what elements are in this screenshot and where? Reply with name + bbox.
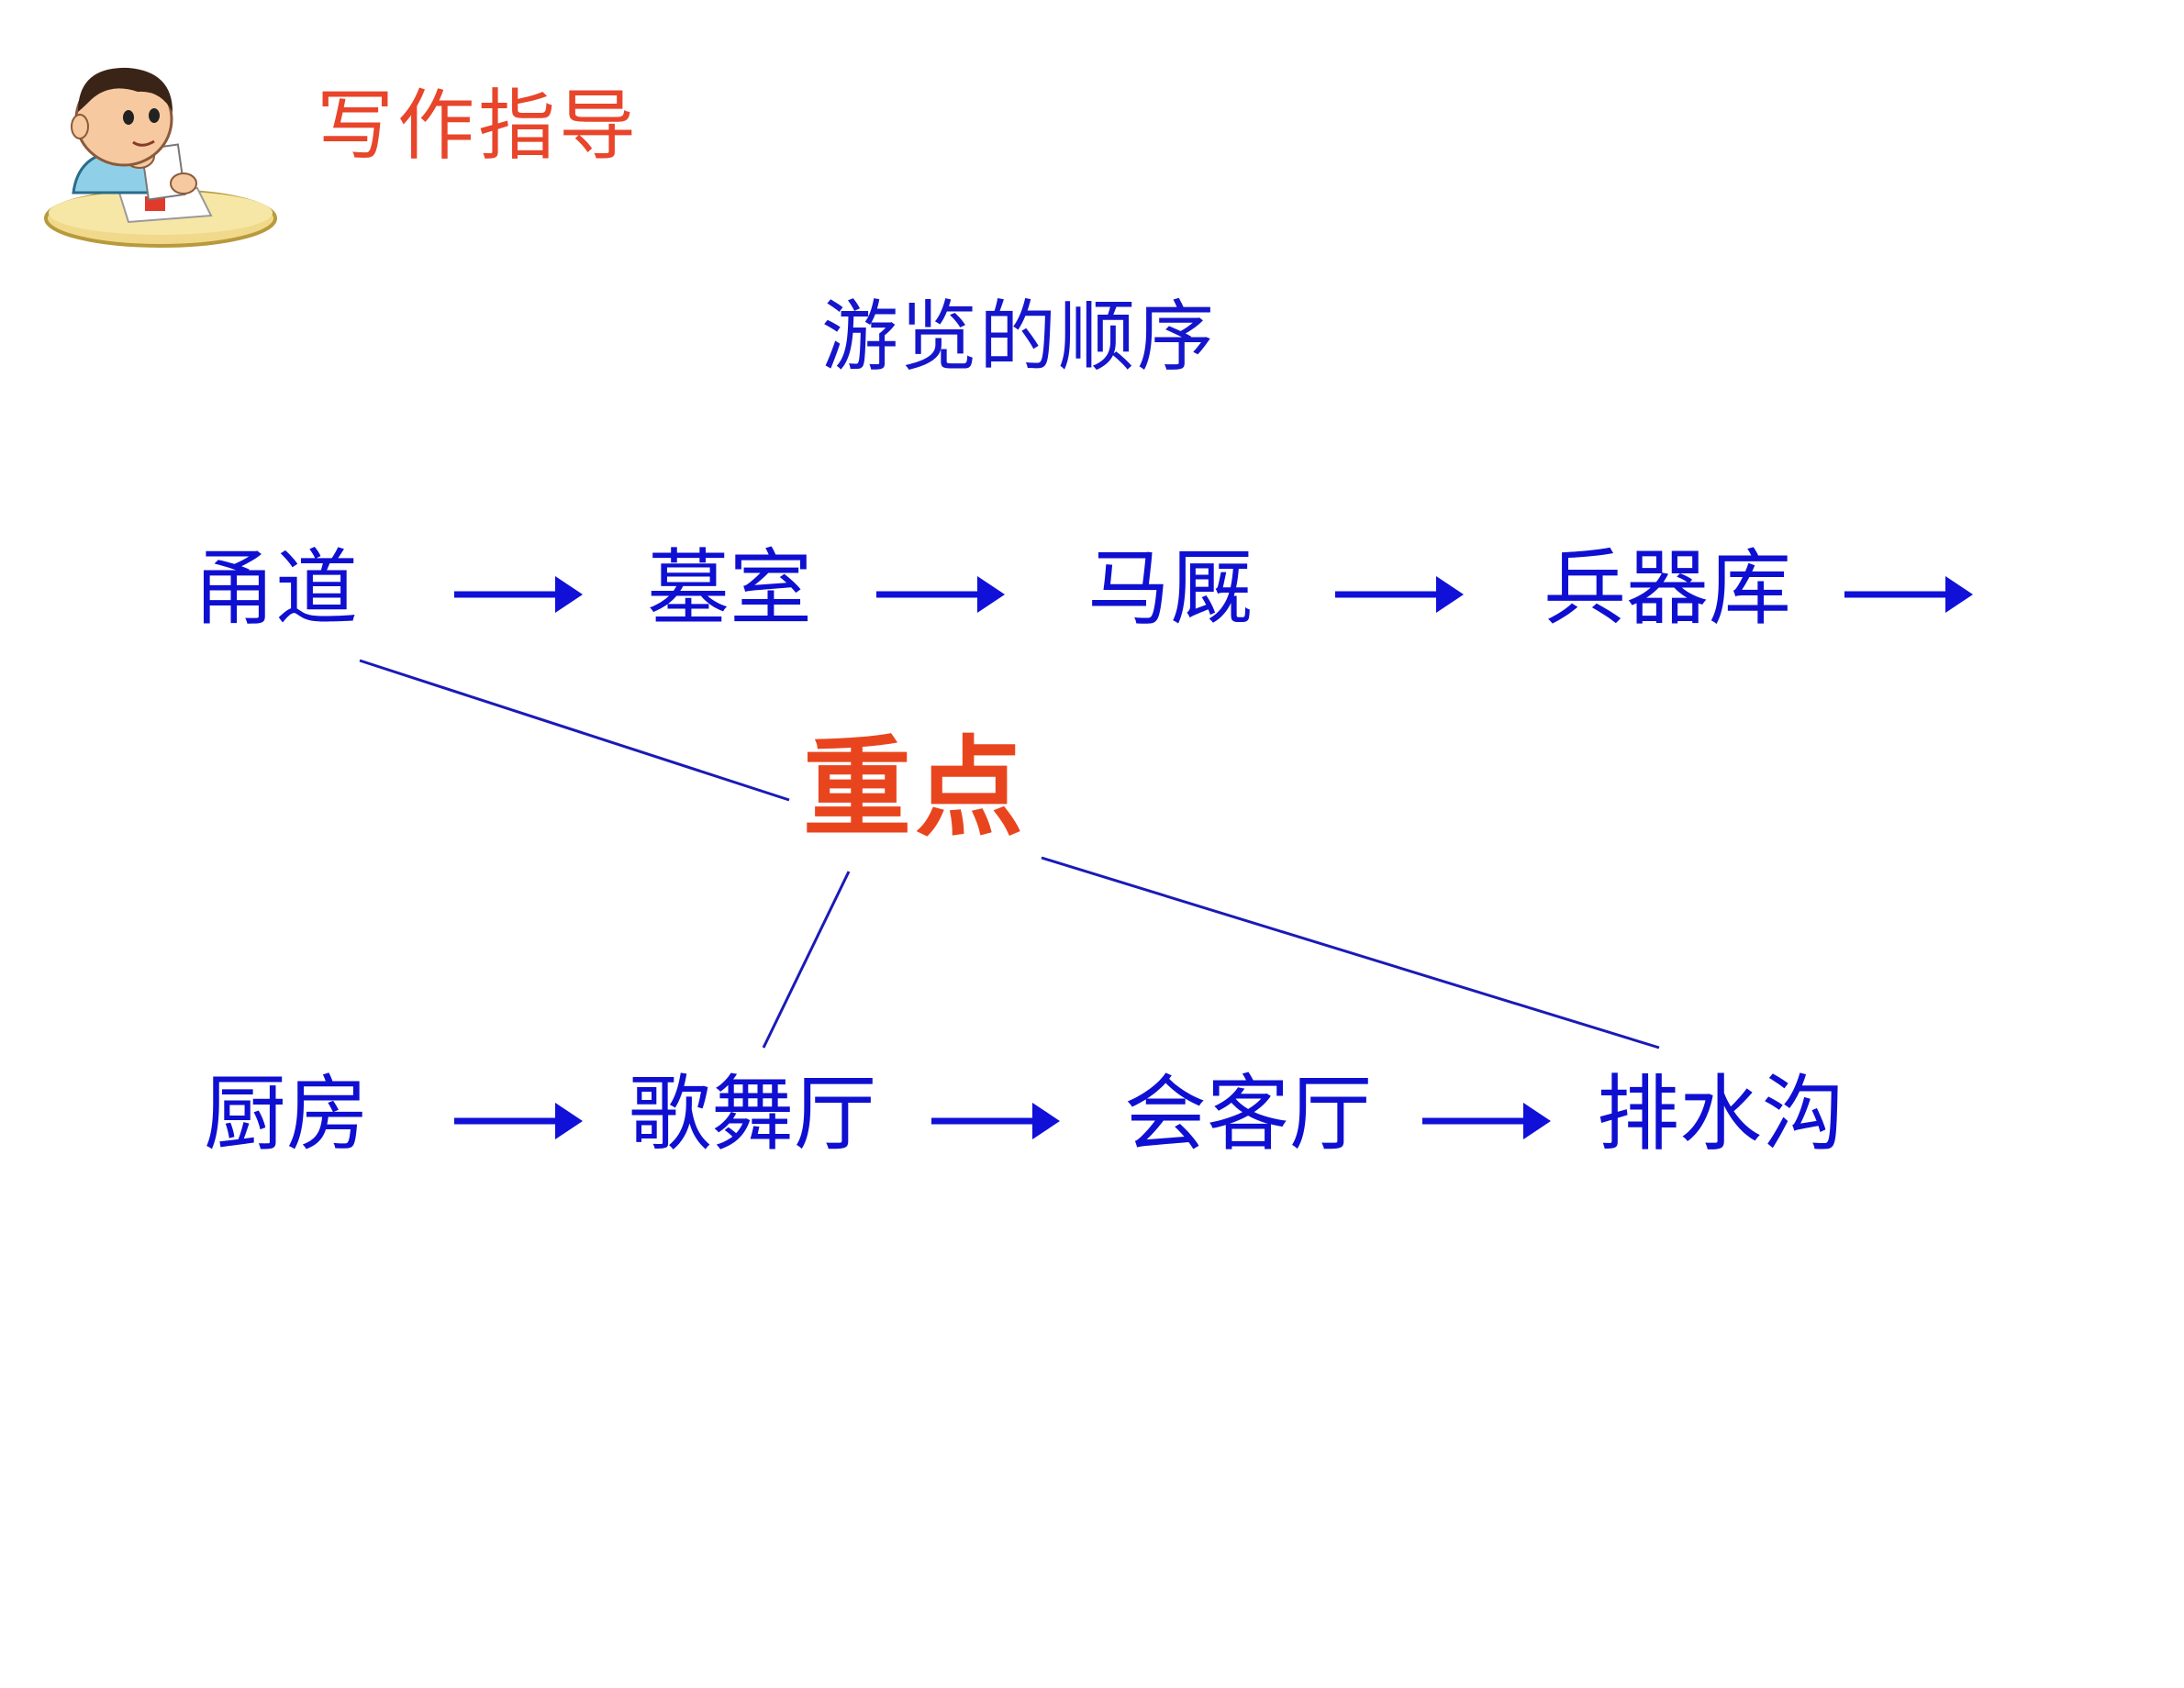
focus-connector-lines: [359, 659, 1660, 1049]
line-focus-to-bottom-2: [762, 871, 851, 1049]
line-focus-to-top-1: [359, 659, 790, 802]
arrow-top-3: [1335, 576, 1464, 613]
diagram-title: 游览的顺序: [821, 292, 1217, 382]
arrows-top-row: [454, 576, 1973, 613]
line-focus-to-bottom-4: [1041, 856, 1660, 1049]
page-title: 写作指导: [317, 81, 641, 171]
arrows-bottom-row: [454, 1103, 1551, 1139]
arrow-top-2: [876, 576, 1005, 613]
arrow-bottom-1: [454, 1103, 583, 1139]
node-top-2: 墓室: [647, 540, 812, 637]
arrow-bottom-2: [931, 1103, 1060, 1139]
arrow-bottom-3: [1422, 1103, 1551, 1139]
node-bottom-3: 会客厅: [1124, 1066, 1372, 1162]
node-top-1: 甬道: [193, 540, 358, 637]
node-bottom-1: 厨房: [204, 1066, 369, 1162]
focus-label: 重点: [803, 725, 1028, 851]
node-bottom-4: 排水沟: [1597, 1066, 1844, 1162]
node-bottom-2: 歌舞厅: [629, 1066, 876, 1162]
node-top-4: 兵器库: [1543, 540, 1791, 637]
arrow-top-4: [1844, 576, 1973, 613]
boy-writing-at-desk-icon: [44, 67, 277, 248]
node-top-3: 马厩: [1087, 540, 1253, 637]
arrow-top-1: [454, 576, 583, 613]
